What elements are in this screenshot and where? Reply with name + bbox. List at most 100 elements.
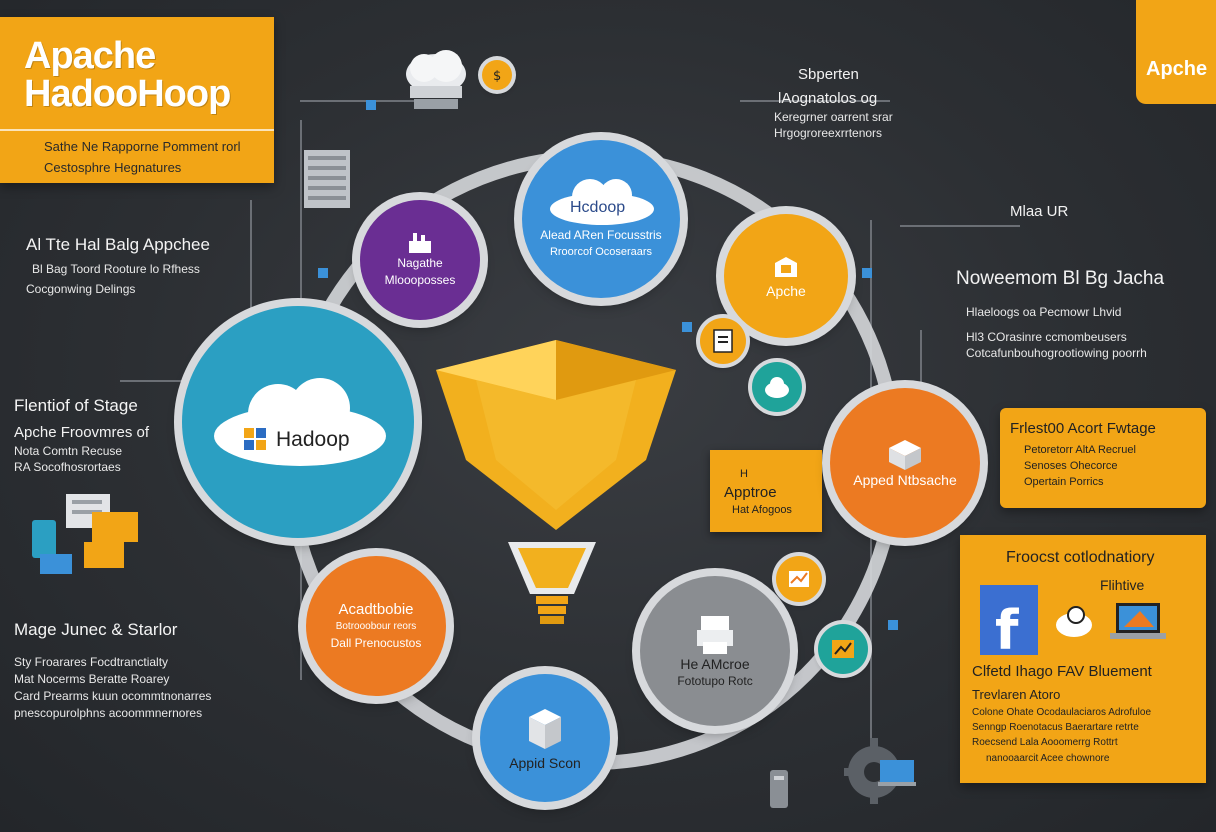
laptop-icon	[1110, 599, 1166, 645]
right-panel-1-line: Petoretorr AltA Recruel	[1024, 444, 1136, 456]
right-panel-2-line: nanooaarcit Acee chownore	[986, 753, 1110, 764]
hadoop-main-label: Hadoop	[276, 428, 350, 451]
node-dot	[862, 268, 872, 278]
right-panel-2: Froocst cotlodnatiory Flihtive f Clfetd …	[960, 535, 1206, 783]
right-panel-1: Frlest00 Acort Fwtage Petoretorr AltA Re…	[1000, 408, 1206, 508]
plug-icon	[768, 768, 790, 810]
orange-right-circle-label: Apped Ntbsache	[853, 471, 957, 488]
purple-circle[interactable]: Nagathe Mloooposses	[360, 200, 480, 320]
corner-tab-label: Apche	[1146, 58, 1208, 80]
title-divider	[0, 129, 274, 131]
right-block-1-small-heading: Mlaa UR	[1010, 203, 1069, 220]
svg-text:$: $	[493, 69, 501, 83]
center-card-line: H	[740, 468, 748, 480]
chart-icon[interactable]	[776, 556, 822, 602]
center-card-line: Apptroe	[724, 484, 777, 501]
right-block-1-line: Hlaeloogs oa Pecmowr Lhvid	[966, 305, 1122, 319]
facebook-icon: f	[980, 585, 1038, 655]
connector-line	[300, 100, 430, 102]
right-panel-2-line: Trevlaren Atoro	[972, 687, 1061, 702]
cloud-icon: Hadoop	[210, 376, 386, 468]
shield-icon	[436, 340, 676, 530]
gear-icon	[844, 736, 924, 804]
hadoop-top-label: Hcdoop	[570, 199, 626, 216]
chart-icon[interactable]	[818, 624, 868, 674]
server-rack-icon	[302, 148, 352, 210]
orange-right-circle[interactable]: Apped Ntbsache	[830, 388, 980, 538]
cloud-user-icon	[1054, 603, 1094, 639]
left-block-3-line: Mat Nocerms Beratte Roarey	[14, 672, 170, 686]
right-panel-1-line: Senoses Ohecorce	[1024, 460, 1118, 472]
box-icon	[775, 256, 797, 277]
box-icon	[889, 439, 921, 470]
left-block-2-line: RA Socofhosrortaes	[14, 460, 121, 474]
connector-line	[920, 330, 922, 430]
printer-icon	[697, 616, 733, 654]
hadoop-top-sub: Rroorcof Ocoseraars	[549, 246, 653, 258]
left-block-1-line: Cocgonwing Delings	[26, 282, 136, 296]
title-subtitle-1: Sathe Ne Rapporne Pomment rorl	[44, 139, 241, 154]
connector-line	[120, 380, 230, 382]
node-dot	[366, 100, 376, 110]
orange-left-circle-label: Acadtbobie	[338, 600, 414, 618]
left-block-1-heading: Al Tte Hal Balg Appchee	[26, 235, 210, 254]
dollar-icon: $	[482, 60, 512, 90]
left-block-2-line: Nota Comtn Recuse	[14, 444, 123, 458]
corner-tab: Apche	[1136, 0, 1216, 104]
cloud-sync-icon[interactable]	[752, 362, 802, 412]
right-panel-1-line: Opertain Porrics	[1024, 476, 1104, 488]
right-block-1-line: Hl3 COrasinre ccmombeusers	[966, 330, 1127, 344]
connector-line	[740, 100, 890, 102]
right-panel-2-sub: Flihtive	[1100, 577, 1145, 593]
top-right-heading: Sbperten	[798, 66, 859, 83]
orange-left-circle[interactable]: Acadtbobie Botrooobour reors Dall Prenoc…	[306, 556, 446, 696]
right-block-1-heading: Noweemom Bl Bg Jacha	[956, 268, 1165, 289]
right-panel-2-line: Colone Ohate Ocodaulaciaros Adrofuloe	[972, 707, 1152, 718]
svg-text:f: f	[995, 599, 1019, 655]
node-dot	[318, 268, 328, 278]
orange-left-circle-label: Botrooobour reors	[335, 620, 417, 632]
cloud-icon: Hcdoop	[546, 177, 656, 227]
right-panel-2-line: Roecsend Lala Aooomerrg Rottrt	[972, 737, 1118, 748]
hadoop-main-circle[interactable]: Hadoop	[182, 306, 414, 538]
left-block-3-heading: Mage Junec & Starlor	[14, 620, 178, 639]
yellow-circle-label: Apche	[766, 282, 806, 299]
document-icon[interactable]	[700, 318, 746, 364]
left-block-3-line: pnescopurolphns acoommnernores	[14, 706, 203, 720]
lightbulb-icon	[504, 538, 600, 638]
factory-icon	[409, 233, 431, 253]
center-card-line: Hat Afogoos	[732, 504, 792, 516]
box-icon	[529, 708, 561, 749]
hadoop-top-circle[interactable]: Hcdoop Alead ARen Focusstris Rroorcof Oc…	[522, 140, 680, 298]
node-dot	[888, 620, 898, 630]
right-block-1-line: Cotcafunbouhogrootiowing poorrh	[966, 346, 1147, 360]
blue-bottom-circle[interactable]: Appid Scon	[480, 674, 610, 802]
right-panel-2-caption: Clfetd Ihago FAV Bluement	[972, 663, 1152, 680]
top-right-line: Keregrner oarrent srar	[774, 110, 893, 124]
top-right-line: Hrgogroreexrrtenors	[774, 126, 883, 140]
orange-left-circle-label: Dall Prenocustos	[330, 635, 422, 650]
hadoop-top-sub: Alead ARen Focusstris	[540, 228, 662, 242]
chart-icon	[18, 490, 138, 580]
title-subtitle-2: Cestosphre Hegnatures	[44, 160, 182, 175]
grey-circle-label: He AMcroe	[680, 656, 750, 672]
purple-circle-label: Nagathe	[397, 256, 443, 270]
grey-circle[interactable]: He AMcroe Fototupo Rotc	[640, 576, 790, 726]
node-dot	[682, 322, 692, 332]
title-line-1: Apache	[24, 35, 156, 77]
center-card: H Apptroe Hat Afogoos	[710, 450, 822, 532]
cloud-server-icon	[396, 46, 476, 116]
connector-line	[900, 225, 1020, 227]
left-block-2-heading: Flentiof of Stage	[14, 396, 138, 415]
left-block-1-line: Bl Bag Toord Rooture lo Rfhess	[32, 262, 200, 276]
left-block-3-line: Sty Froarares Focdtranctialty	[14, 655, 169, 669]
right-panel-2-line: Senngp Roenotacus Baerartare retrte	[972, 722, 1139, 733]
right-panel-2-heading: Froocst cotlodnatiory	[1006, 549, 1155, 566]
top-right-line: lAognatolos og	[778, 90, 878, 107]
right-panel-1-heading: Frlest00 Acort Fwtage	[1010, 420, 1156, 437]
purple-circle-label: Mloooposses	[384, 273, 456, 287]
yellow-circle[interactable]: Apche	[724, 214, 848, 338]
title-panel: Apache HadooHoop Sathe Ne Rapporne Pomme…	[0, 17, 274, 183]
title-line-2: HadooHoop	[24, 73, 231, 115]
connector-line	[250, 200, 252, 320]
